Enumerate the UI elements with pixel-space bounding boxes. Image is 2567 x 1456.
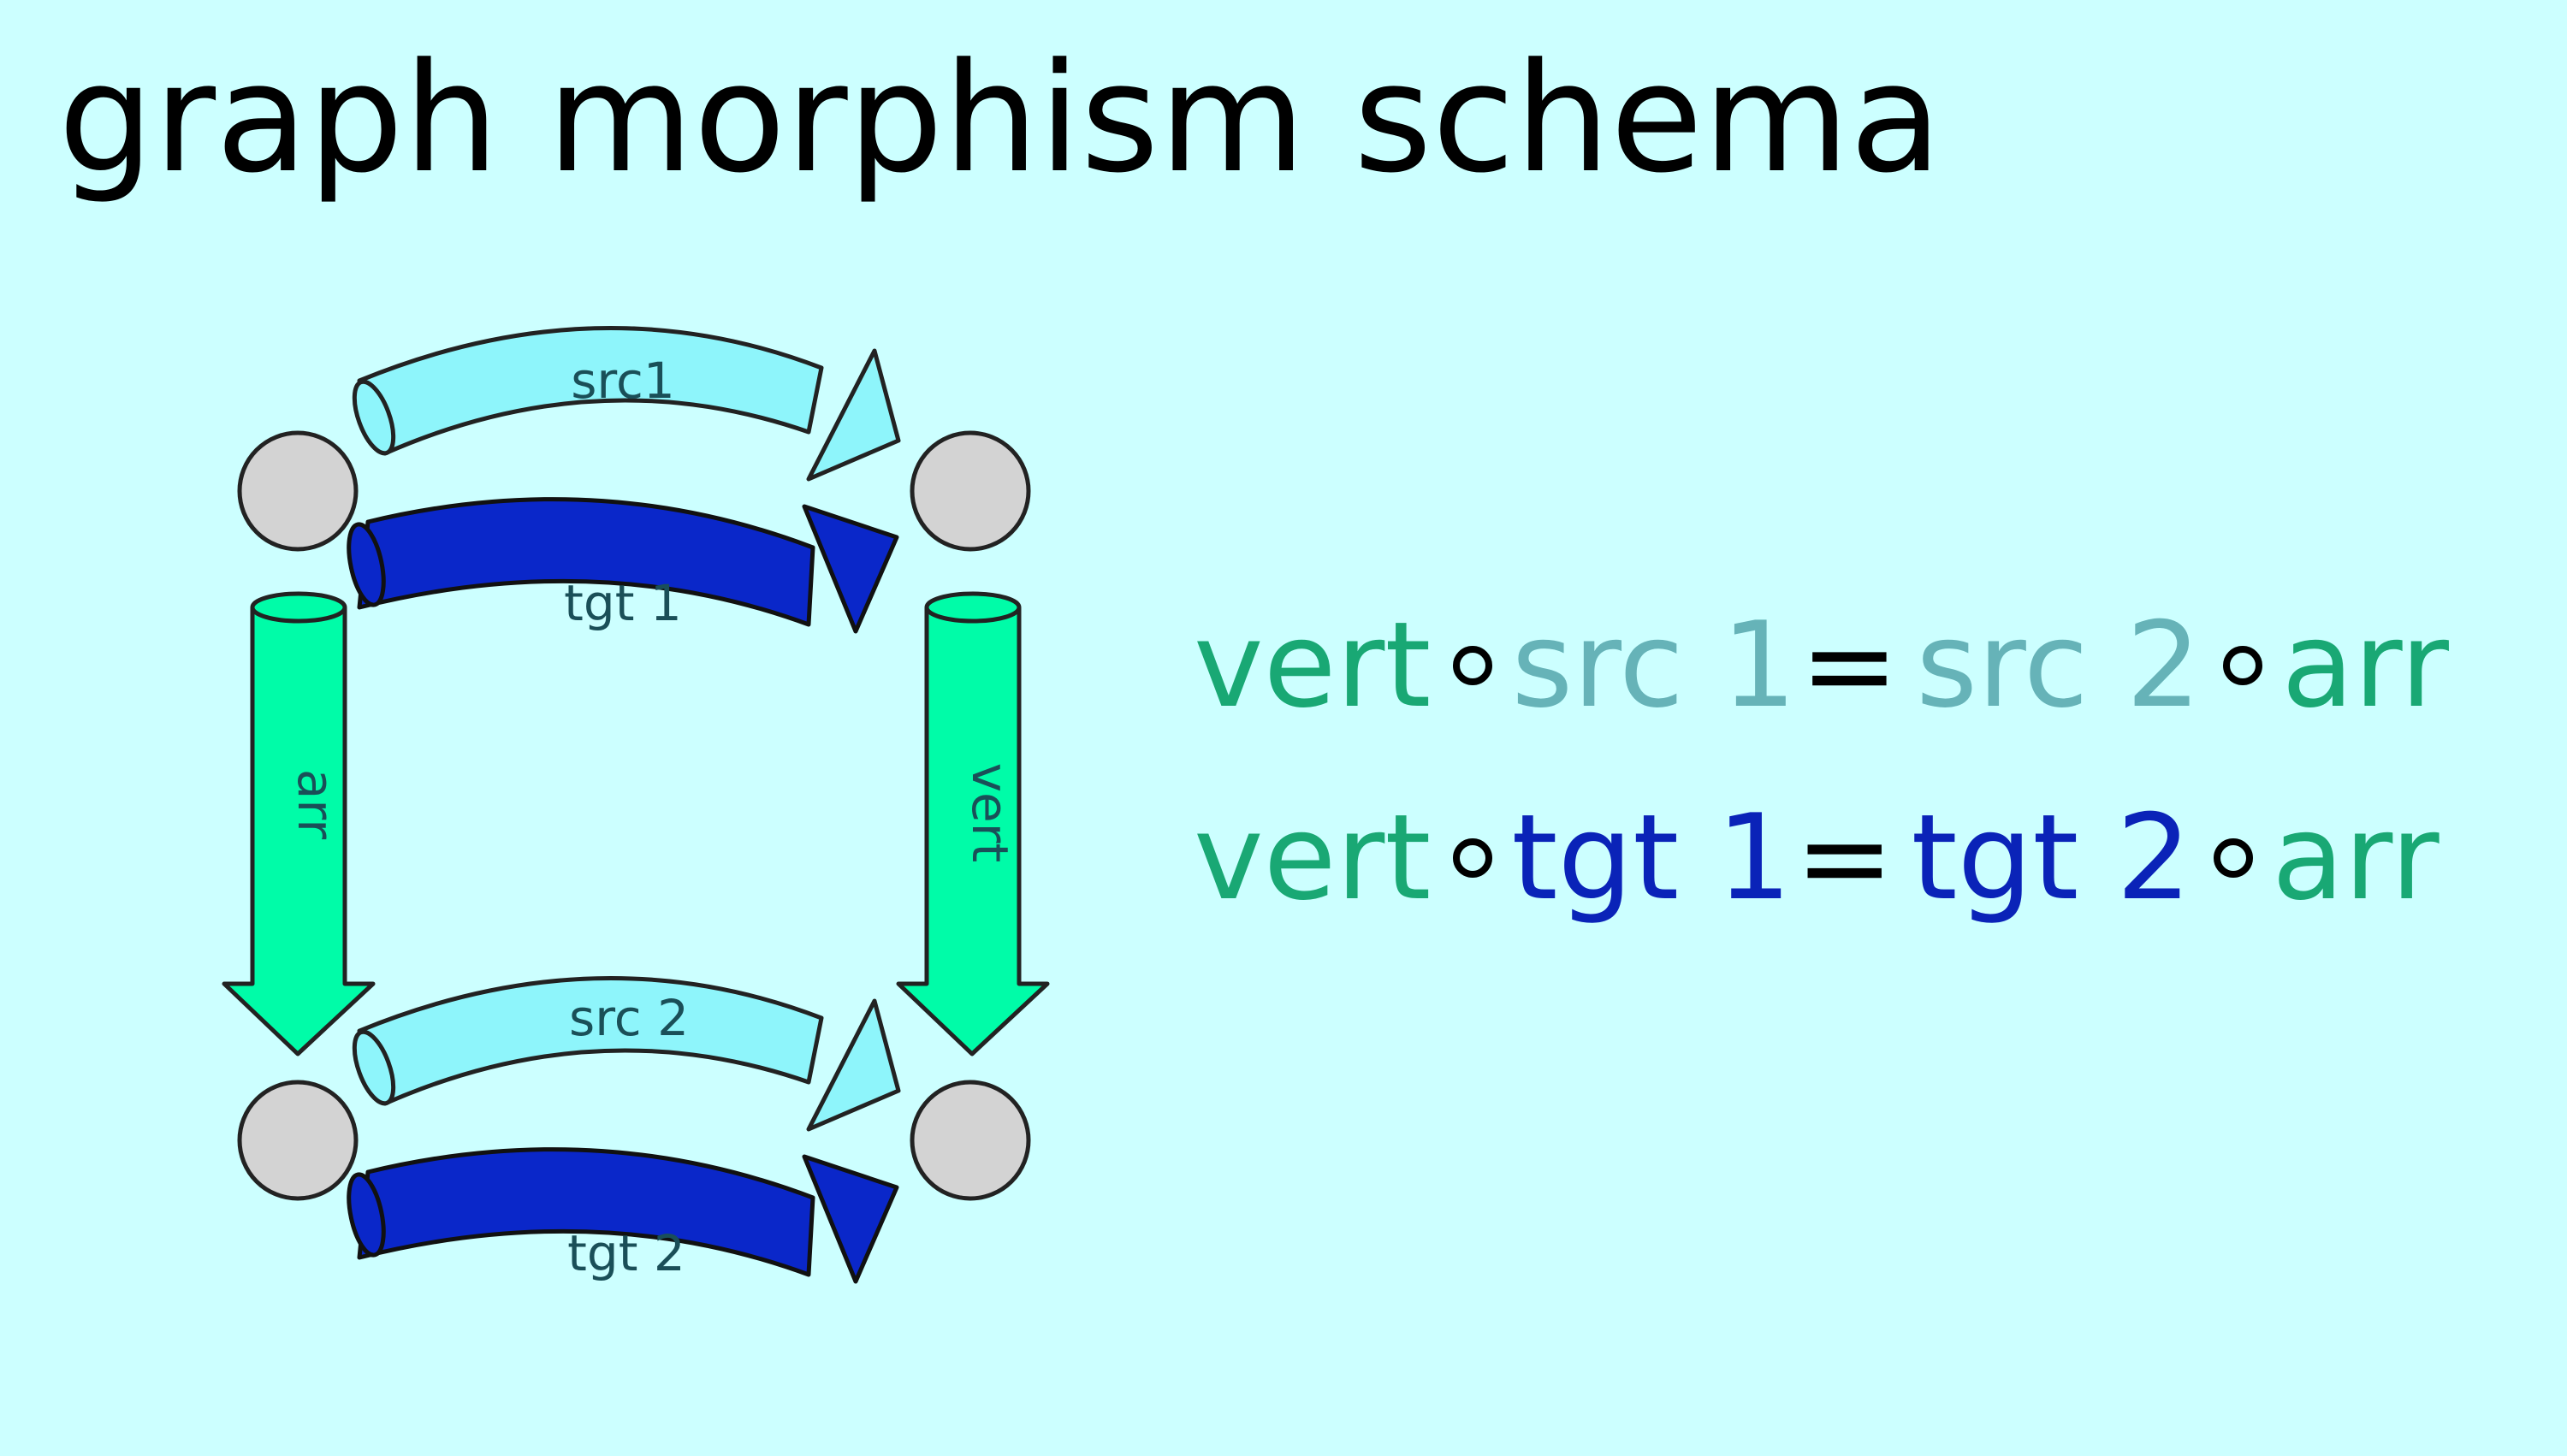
eq1-equals: =	[1799, 596, 1900, 735]
vert-arrow	[896, 591, 1050, 1056]
compose-icon	[1453, 838, 1493, 879]
src1-label: src1	[571, 352, 675, 410]
vertex-top-right	[910, 430, 1031, 552]
tgt2-label: tgt 2	[567, 1224, 685, 1282]
eq2-lhs-arrow: tgt 1	[1511, 789, 1792, 927]
tgt2-arrow	[347, 1147, 899, 1284]
eq1-rhs-arrow: src 2	[1916, 596, 2202, 735]
eq2-equals: =	[1794, 789, 1894, 927]
vertex-bottom-right	[910, 1080, 1031, 1201]
compose-icon	[2223, 646, 2263, 686]
eq1-lhs-arrow: src 1	[1511, 596, 1797, 735]
tgt1-arrow	[347, 497, 899, 634]
src2-arrow	[352, 975, 901, 1132]
eq1-lhs-map: vert	[1194, 596, 1432, 735]
compose-icon	[1453, 646, 1493, 686]
tgt1-label: tgt 1	[564, 574, 682, 632]
eq2-lhs-map: vert	[1194, 789, 1432, 927]
src1-arrow	[352, 325, 901, 482]
arr-label: arr	[287, 769, 345, 839]
vertex-bottom-left	[237, 1080, 359, 1201]
vert-label: vert	[961, 763, 1019, 863]
eq1-rhs-map: arr	[2281, 596, 2449, 735]
slide-title: graph morphism schema	[58, 31, 1942, 206]
arr-arrow	[222, 591, 376, 1056]
compose-icon	[2214, 838, 2254, 879]
eq2-rhs-map: arr	[2272, 789, 2440, 927]
vertex-top-left	[237, 430, 359, 552]
eq2-rhs-arrow: tgt 2	[1911, 789, 2192, 927]
src2-label: src 2	[569, 989, 689, 1047]
